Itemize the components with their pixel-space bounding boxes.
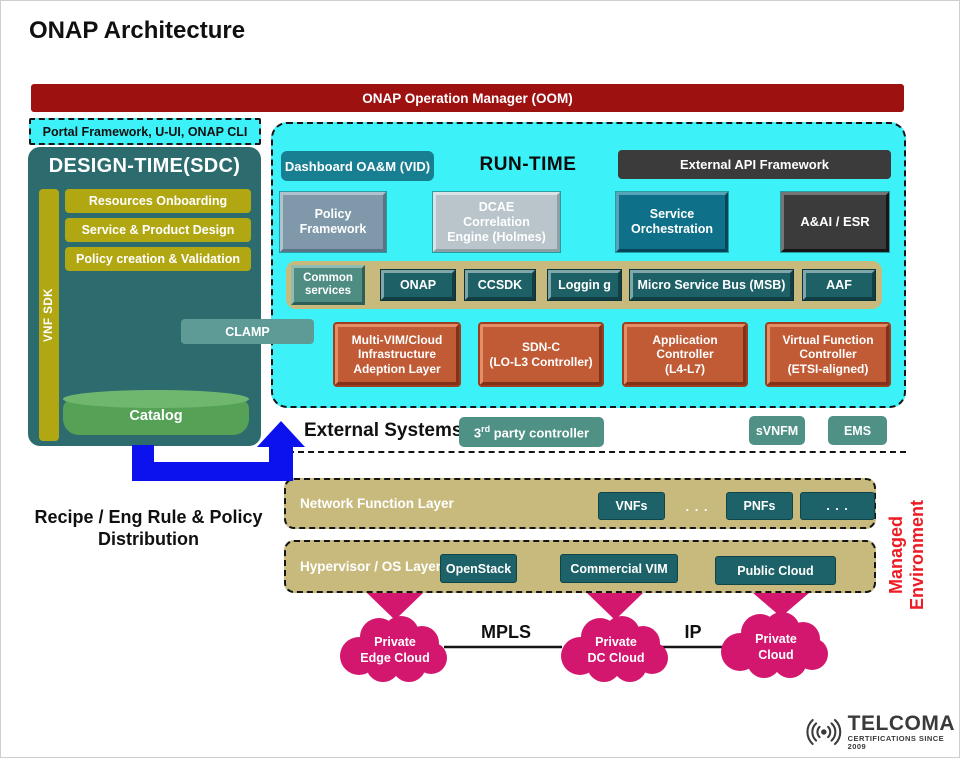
vnf-sdk-label: VNF SDK (43, 288, 55, 342)
managed-environment-label: Managed Environment (886, 500, 927, 611)
vnfs-ellipsis: . . . (685, 498, 709, 514)
dcae-holmes-box: DCAE Correlation Engine (Holmes) (433, 192, 560, 252)
clamp-bar: CLAMP (181, 319, 314, 344)
svnfm-box: sVNFM (749, 416, 805, 445)
third-party-label: 3rd party controller (473, 423, 590, 441)
portal-framework-box: Portal Framework, U-UI, ONAP CLI (29, 118, 261, 145)
sdnc-box: SDN-C (LO-L3 Controller) (480, 324, 602, 385)
catalog-cylinder: Catalog (63, 390, 249, 435)
public-cloud-chip: Public Cloud (715, 556, 836, 585)
runtime-panel: Dashboard OA&M (VID) RUN-TIME External A… (271, 122, 906, 408)
cloud-arrow-1 (367, 593, 423, 620)
ip-label: IP (684, 621, 702, 642)
page-title: ONAP Architecture (29, 17, 246, 44)
cloud-arrow-3 (753, 593, 809, 617)
vnfs-chip: VNFs (598, 492, 665, 520)
aai-esr-box: A&AI / ESR (781, 192, 889, 252)
mpls-label: MPLS (480, 621, 531, 642)
telcoma-logo: TELCOMA CERTIFICATIONS SINCE 2009 (805, 713, 955, 750)
oom-banner: ONAP Operation Manager (OOM) (31, 84, 904, 112)
dashboard-oam-vid-box: Dashboard OA&M (VID) (281, 151, 434, 181)
ccsdk-chip: CCSDK (465, 270, 535, 300)
virtual-function-controller-box: Virtual Function Controller (ETSI-aligne… (767, 324, 889, 385)
external-api-framework-box: External API Framework (618, 150, 891, 179)
catalog-label: Catalog (129, 408, 183, 424)
resources-onboarding-button: Resources Onboarding (65, 189, 251, 213)
ems-box: EMS (828, 416, 887, 445)
logging-chip: Loggin g (548, 270, 621, 300)
external-systems-divider (288, 451, 906, 453)
hypervisor-os-layer-label: Hypervisor / OS Layer (300, 559, 442, 574)
network-function-layer-label: Network Function Layer (300, 496, 454, 511)
pnfs-ellipsis-chip: . . . (800, 492, 875, 520)
onap-chip: ONAP (381, 270, 455, 300)
private-cloud-label: Private Cloud (755, 631, 797, 662)
service-product-design-button: Service & Product Design (65, 218, 251, 242)
design-time-title: DESIGN-TIME(SDC) (48, 155, 241, 177)
recipe-distribution-note: Recipe / Eng Rule & Policy Distribution (34, 507, 263, 549)
signal-icon (806, 718, 842, 745)
commercial-vim-chip: Commercial VIM (560, 554, 678, 583)
pnfs-chip: PNFs (726, 492, 793, 520)
logo-name: TELCOMA (847, 712, 955, 735)
cloud-arrow-2 (587, 593, 643, 620)
design-time-panel: DESIGN-TIME(SDC) VNF SDK Resources Onboa… (28, 147, 261, 446)
runtime-title: RUN-TIME (479, 154, 577, 175)
micro-service-bus-chip: Micro Service Bus (MSB) (630, 270, 793, 300)
third-party-controller-box: 3rd party controller (459, 417, 604, 447)
policy-creation-validation-button: Policy creation & Validation (65, 247, 251, 271)
hypervisor-os-layer: Hypervisor / OS Layer OpenStack Commerci… (284, 540, 876, 593)
openstack-chip: OpenStack (440, 554, 517, 583)
application-controller-box: Application Controller (L4-L7) (624, 324, 746, 385)
network-function-layer: Network Function Layer VNFs . . . PNFs .… (284, 478, 876, 529)
external-systems-label: External Systems (304, 420, 463, 441)
aaf-chip: AAF (803, 270, 875, 300)
common-services-box: Common services (291, 265, 365, 305)
private-edge-cloud-label: Private Edge Cloud (360, 634, 430, 665)
common-services-band: Common services ONAP CCSDK Loggin g Micr… (286, 261, 882, 309)
private-dc-cloud-label: Private DC Cloud (587, 634, 645, 665)
multi-vim-box: Multi-VIM/Cloud Infrastructure Adeption … (335, 324, 459, 385)
policy-framework-box: Policy Framework (280, 192, 386, 252)
service-orchestration-box: Service Orchestration (616, 192, 728, 252)
vnf-sdk-bar: VNF SDK (39, 189, 59, 441)
logo-tagline: CERTIFICATIONS SINCE 2009 (847, 734, 945, 751)
